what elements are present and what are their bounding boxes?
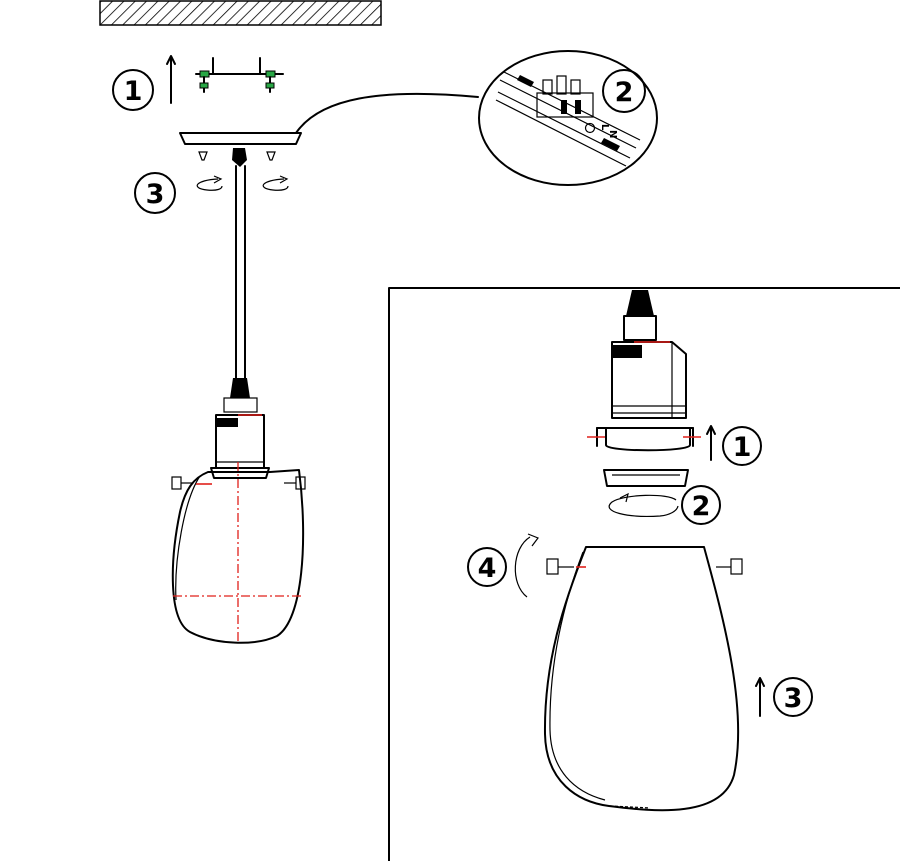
- terminal-mark-n: N: [607, 130, 618, 138]
- detail-ring-nut: [603, 469, 689, 487]
- svg-text:4: 4: [478, 553, 497, 584]
- ceiling-hatch: [99, 0, 382, 26]
- wiring-connector-callout: L N: [478, 50, 658, 186]
- terminal-mark-l: L: [599, 124, 610, 131]
- suspension-cord: [235, 165, 246, 380]
- step-badge-detail-1: 1: [722, 426, 762, 466]
- svg-text:2: 2: [692, 491, 711, 522]
- step-badge-detail-3: 3: [773, 677, 813, 717]
- detail-arrow-up-icon-shade: [755, 677, 765, 717]
- assembled-lamp-holder: [210, 378, 270, 479]
- detail-panel-frame: [388, 287, 900, 861]
- step-badge-detail-2: 2: [681, 485, 721, 525]
- step-badge-top-1: 1: [112, 69, 154, 111]
- detail-lamp-holder: [587, 290, 701, 452]
- mounting-bracket: [195, 57, 284, 93]
- step-arrow-up-icon: [166, 55, 176, 104]
- step-badge-top-2: 2: [602, 69, 646, 113]
- svg-text:3: 3: [146, 179, 165, 210]
- detail-rotate-screw-icon: [514, 533, 539, 598]
- detail-glass-shade: [543, 546, 740, 812]
- svg-text:1: 1: [124, 76, 143, 107]
- detail-shade-screw: [546, 558, 743, 575]
- svg-text:2: 2: [615, 77, 634, 108]
- svg-text:1: 1: [733, 432, 752, 463]
- shade-fixing-screw: [171, 476, 306, 490]
- ceiling-canopy: [179, 132, 302, 167]
- rotate-arrow-icon: [196, 175, 289, 191]
- step-badge-top-3: 3: [134, 172, 176, 214]
- step-badge-detail-4: 4: [467, 547, 507, 587]
- callout-leader: [295, 92, 479, 134]
- detail-rotate-arrow-icon: [608, 492, 679, 517]
- svg-text:3: 3: [784, 683, 803, 714]
- assembled-glass-shade: [171, 462, 305, 644]
- detail-arrow-up-icon: [706, 425, 716, 461]
